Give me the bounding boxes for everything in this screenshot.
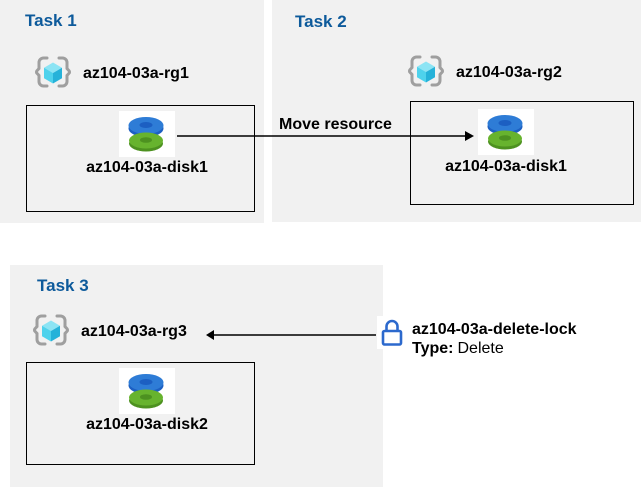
disk-icon-tile [119, 368, 175, 414]
task1-resource-box [26, 105, 255, 212]
move-arrow [177, 131, 474, 141]
task1-resource-group: az104-03a-rg1 [33, 54, 189, 94]
move-arrow-label: Move resource [279, 116, 392, 133]
disk-icon-tile [478, 109, 534, 155]
disk-icon [487, 115, 523, 150]
lock-text-block: az104-03a-delete-lock Type:Delete [412, 320, 577, 358]
resource-group-label: az104-03a-rg2 [456, 64, 562, 81]
lock-type-label: Type: [412, 340, 454, 357]
lock-type-line: Type:Delete [412, 339, 577, 358]
task3-resource-box [26, 362, 255, 465]
task3-panel [10, 265, 383, 487]
task1-title: Task 1 [25, 11, 77, 30]
disk-label: az104-03a-disk2 [86, 416, 208, 433]
resource-group-label: az104-03a-rg3 [81, 323, 187, 340]
resource-group-icon [32, 314, 70, 346]
task2-resource-box [410, 101, 634, 205]
lock-icon-tile [377, 316, 406, 349]
disk-label: az104-03a-disk1 [445, 158, 567, 175]
resource-group-icon [34, 56, 72, 88]
disk-icon-tile [119, 111, 175, 157]
lock-type-value: Delete [457, 340, 504, 357]
resource-group-label: az104-03a-rg1 [83, 65, 189, 82]
disk-icon [128, 117, 164, 152]
disk-icon [128, 374, 164, 409]
lock-icon [381, 319, 402, 346]
resource-group-icon [407, 55, 445, 87]
task2-panel [272, 0, 641, 222]
task3-resource-group: az104-03a-rg3 [31, 312, 187, 352]
disk-label: az104-03a-disk1 [86, 159, 208, 176]
task2-resource-group: az104-03a-rg2 [406, 53, 562, 93]
lock-arrow [206, 330, 376, 340]
task2-title: Task 2 [295, 12, 347, 31]
lock-name-label: az104-03a-delete-lock [412, 321, 577, 338]
task3-title: Task 3 [37, 276, 89, 295]
